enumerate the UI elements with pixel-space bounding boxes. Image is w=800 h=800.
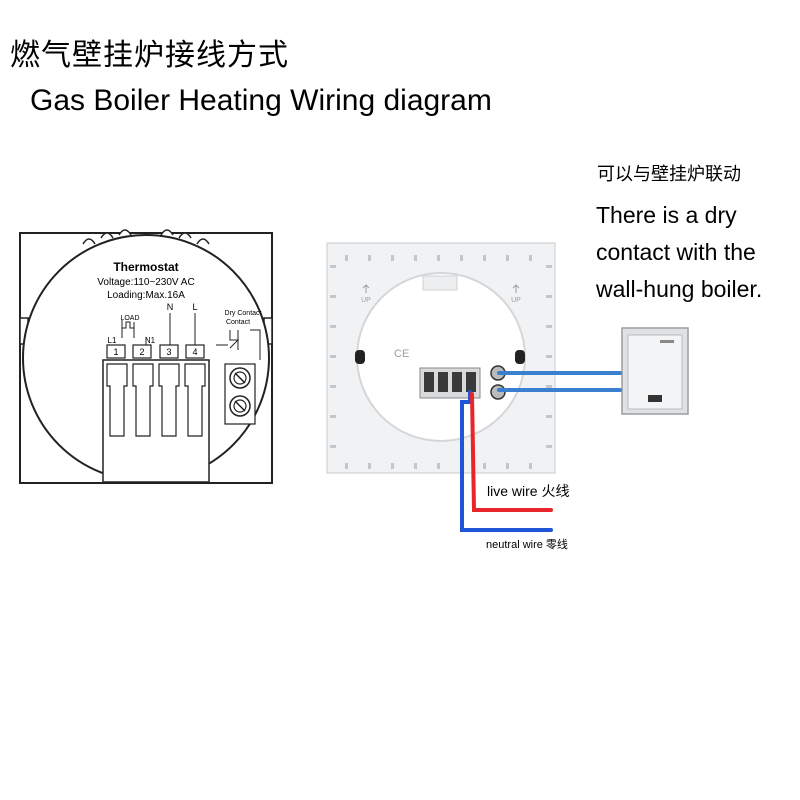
terminal-2-label: 2 [139, 347, 144, 357]
title-english: Gas Boiler Heating Wiring diagram [30, 84, 492, 117]
label-n: N [167, 302, 174, 312]
title-chinese: 燃气壁挂炉接线方式 [10, 38, 289, 73]
round-module [356, 272, 526, 442]
note-line-2: contact with the [596, 239, 756, 265]
neutral-wire [460, 390, 553, 532]
mount-hole-right [515, 350, 525, 364]
neutral-wire-label: neutral wire 零线 [486, 537, 568, 551]
note-line-1: There is a dry [596, 202, 737, 228]
up-label-right: UP [511, 297, 521, 304]
thermostat-schematic: Thermostat Voltage:110~230V AC Loading:M… [19, 229, 273, 484]
thermostat-back-panel: UP UP CE [326, 242, 556, 474]
dial-teeth [82, 229, 210, 245]
up-label-left: UP [361, 297, 371, 304]
label-l: L [192, 302, 197, 312]
vent-slots [330, 255, 552, 469]
label-dry-contact-2: Contact [226, 319, 250, 326]
schematic-loading: Loading:Max.16A [107, 290, 185, 301]
note-line-3: wall-hung boiler. [596, 276, 763, 302]
schematic-frame [19, 232, 273, 484]
live-wire-label: live wire 火线 [487, 483, 569, 499]
boiler-display [648, 395, 662, 402]
label-dry-contact-1: Dry Contact [225, 310, 262, 317]
up-arrow-left-icon [362, 284, 370, 293]
device-terminal-block [419, 367, 481, 399]
wires [460, 371, 622, 532]
label-n1: N1 [145, 336, 156, 345]
ce-mark: CE [394, 348, 409, 360]
terminal-1-label: 1 [113, 347, 118, 357]
terminal-4-label: 4 [192, 347, 197, 357]
label-l1: L1 [108, 336, 117, 345]
schematic-voltage: Voltage:110~230V AC [97, 277, 194, 288]
terminal-block: 1 2 3 4 [102, 344, 210, 483]
label-load: LOAD [120, 315, 139, 322]
mount-hole-left [355, 350, 365, 364]
note-english: There is a dry contact with the wall-hun… [596, 197, 796, 308]
note-chinese: 可以与壁挂炉联动 [597, 164, 741, 185]
terminal-3-label: 3 [166, 347, 171, 357]
up-arrow-right-icon [512, 284, 520, 293]
schematic-title: Thermostat [113, 260, 178, 274]
wall-hung-boiler [621, 327, 689, 415]
live-wire [470, 392, 553, 512]
dry-contact-screws [224, 363, 256, 425]
